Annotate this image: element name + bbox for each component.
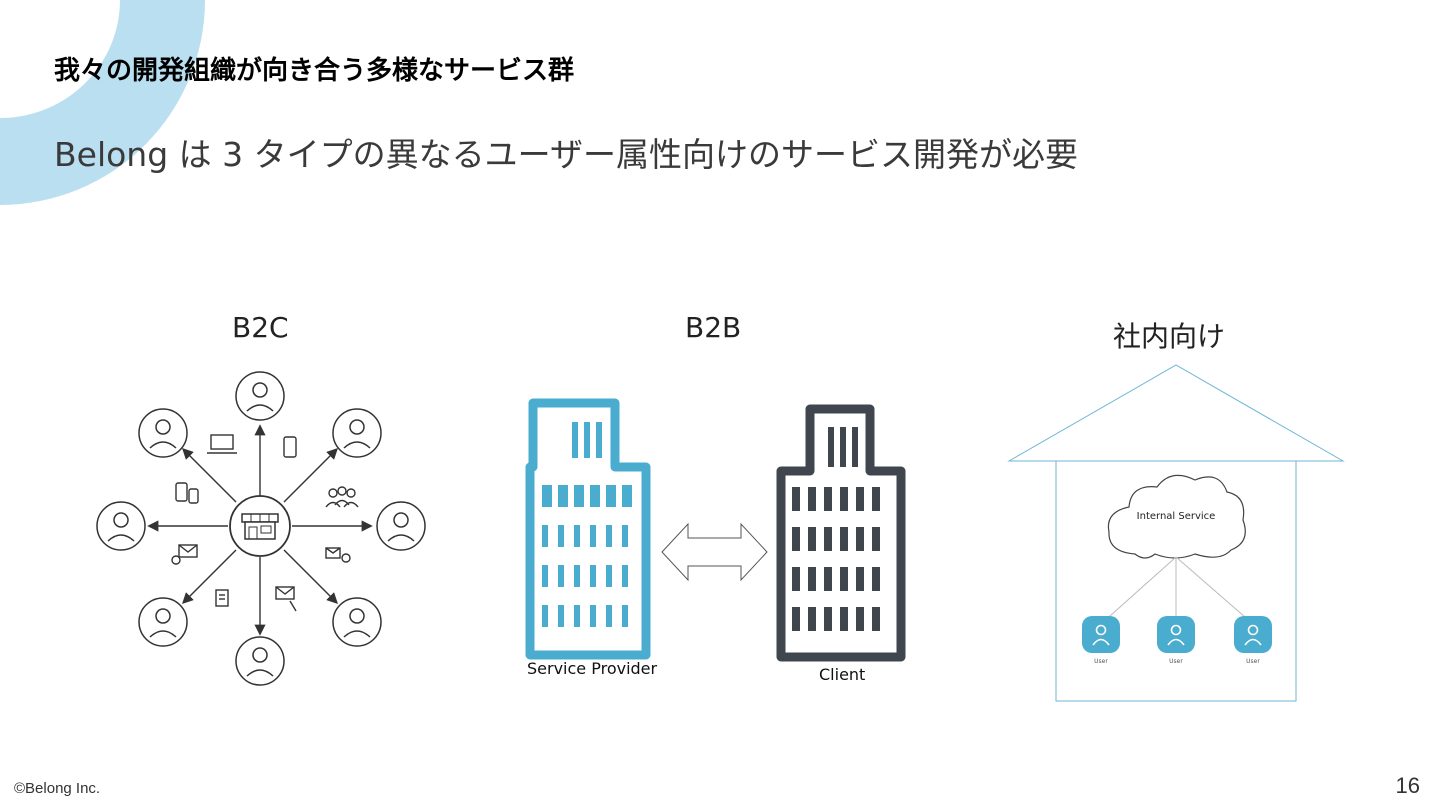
house-outline [1007, 364, 1345, 702]
devices-icon [175, 482, 199, 504]
b2b-diagram [525, 398, 906, 662]
corner-decoration [0, 0, 205, 205]
user-label-3: User [1246, 658, 1260, 665]
arrow-top-right [283, 448, 338, 503]
customer-avatar-top-left [138, 408, 188, 458]
page-number: 16 [1395, 773, 1420, 798]
smartphone-icon [283, 436, 297, 458]
b2c-label: B2C [232, 311, 289, 344]
mail-user-icon [171, 544, 198, 565]
page-subtitle: Belong は 3 タイプの異なるユーザー属性向けのサービス開発が必要 [54, 135, 1078, 174]
service-provider-label: Service Provider [527, 659, 658, 678]
arrow-top-left [182, 448, 237, 503]
internal-label: 社内向け [1113, 320, 1226, 353]
client-label: Client [819, 665, 866, 684]
group-icon [325, 486, 359, 508]
user-label-2: User [1169, 658, 1183, 665]
letter-hand-icon [275, 586, 297, 612]
store-icon [229, 495, 291, 557]
customer-avatar-bottom-right [332, 597, 382, 647]
internal-diagram: Internal Service User User User [1007, 364, 1345, 702]
cloud-shape [1107, 474, 1246, 559]
cloud-label: Internal Service [1137, 511, 1216, 522]
chat-user-icon [325, 547, 351, 563]
double-arrow-icon [661, 522, 768, 582]
customer-avatar-left [96, 501, 146, 551]
customer-avatar-top-right [332, 408, 382, 458]
client-building [776, 404, 906, 662]
b2b-label: B2B [685, 311, 742, 344]
customer-avatar-right [376, 501, 426, 551]
user-icon-3 [1234, 616, 1272, 653]
copyright-text: ©Belong Inc. [14, 780, 101, 797]
laptop-icon [207, 434, 237, 454]
customer-avatar-top [235, 371, 285, 421]
page-title: 我々の開発組織が向き合う多様なサービス群 [54, 56, 575, 86]
user-icon-1 [1082, 616, 1120, 653]
user-icon-2 [1157, 616, 1195, 653]
document-hand-icon [215, 589, 229, 607]
user-label-1: User [1094, 658, 1108, 665]
customer-avatar-bottom [235, 636, 285, 686]
arrow-bottom-left [182, 549, 237, 604]
b2c-diagram [96, 371, 426, 686]
customer-avatar-bottom-left [138, 597, 188, 647]
service-provider-building [525, 398, 651, 660]
arrow-bottom-right [283, 549, 338, 604]
